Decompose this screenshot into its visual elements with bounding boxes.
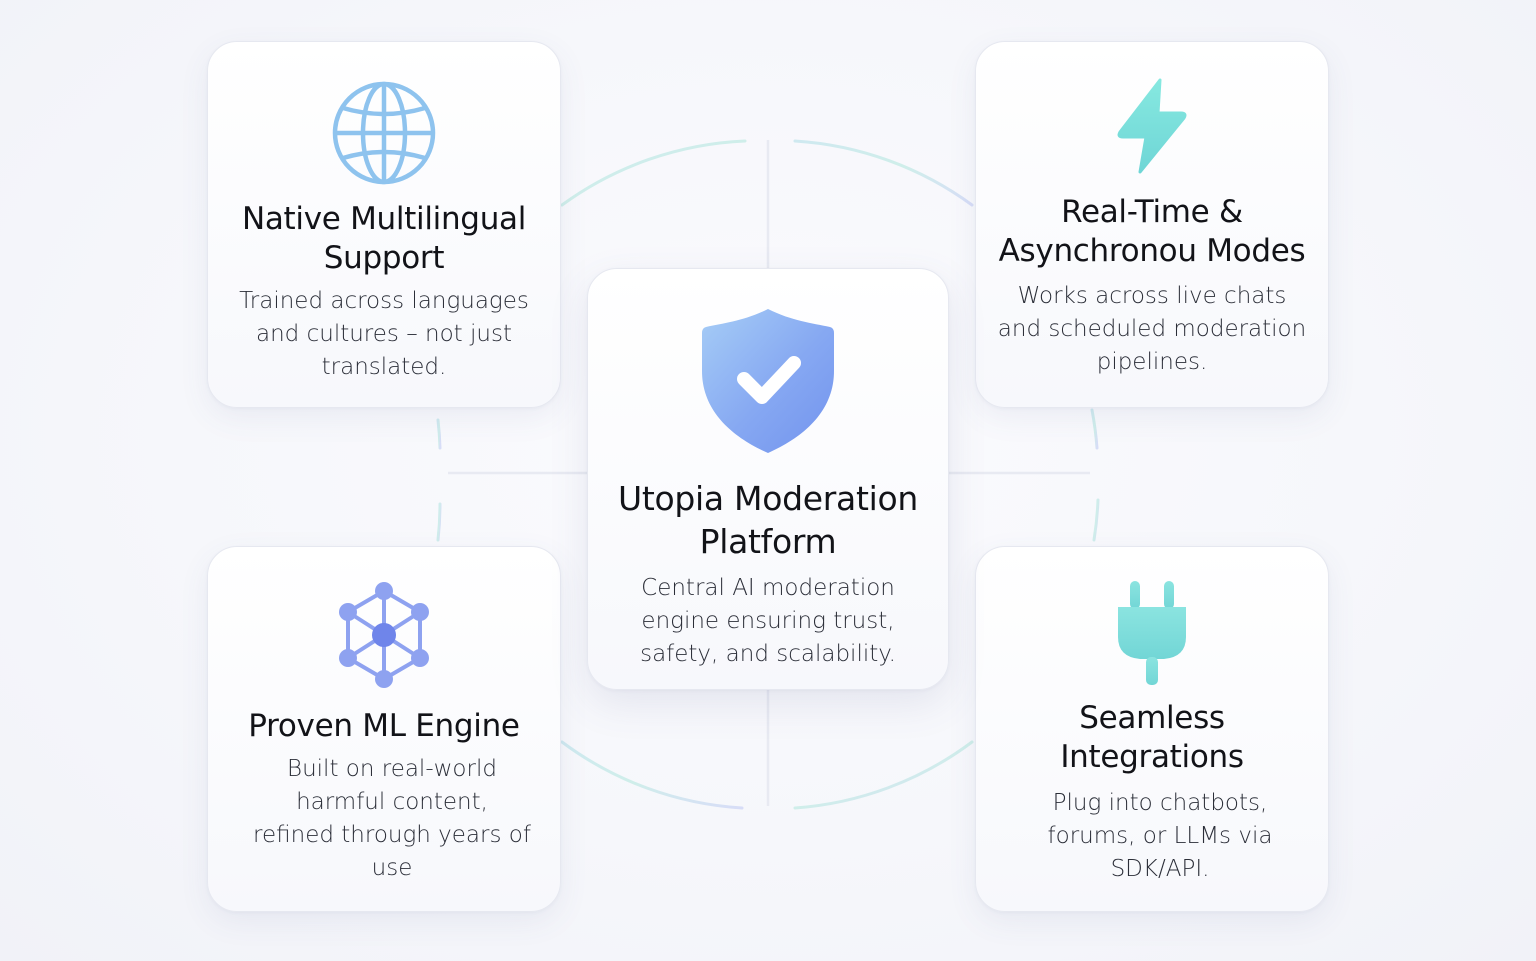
feature-card-realtime: Real-Time & Asynchronou Modes Works acro… xyxy=(975,41,1329,408)
central-title: Utopia Moderation Platform xyxy=(618,479,918,561)
shield-check-icon xyxy=(702,309,834,453)
feature-description: Built on real-world harmful content, ref… xyxy=(253,756,531,881)
central-description: Central AI moderation engine ensuring tr… xyxy=(640,575,896,667)
central-platform-card: Utopia Moderation Platform Central AI mo… xyxy=(587,268,949,690)
network-graph-icon xyxy=(339,582,429,688)
feature-title: Native Multilingual Support xyxy=(241,201,527,276)
feature-card-ml-engine: Proven ML Engine Built on real-world har… xyxy=(207,546,561,912)
feature-description: Works across live chats and scheduled mo… xyxy=(997,283,1307,375)
feature-title: Real-Time & Asynchronou Modes xyxy=(998,194,1306,269)
feature-title: Proven ML Engine xyxy=(248,708,520,744)
feature-card-integrations: Seamless Integrations Plug into chatbots… xyxy=(975,546,1329,912)
feature-card-multilingual: Native Multilingual Support Trained acro… xyxy=(207,41,561,408)
orbit-ring xyxy=(436,139,1100,810)
plug-icon xyxy=(1118,581,1186,685)
feature-title: Seamless Integrations xyxy=(1060,700,1244,775)
feature-description: Trained across languages and cultures – … xyxy=(239,288,529,380)
globe-icon xyxy=(332,81,436,185)
cross-lines xyxy=(448,140,1090,806)
feature-description: Plug into chatbots, forums, or LLMs via … xyxy=(1047,790,1273,882)
lightning-bolt-icon xyxy=(1117,78,1187,174)
